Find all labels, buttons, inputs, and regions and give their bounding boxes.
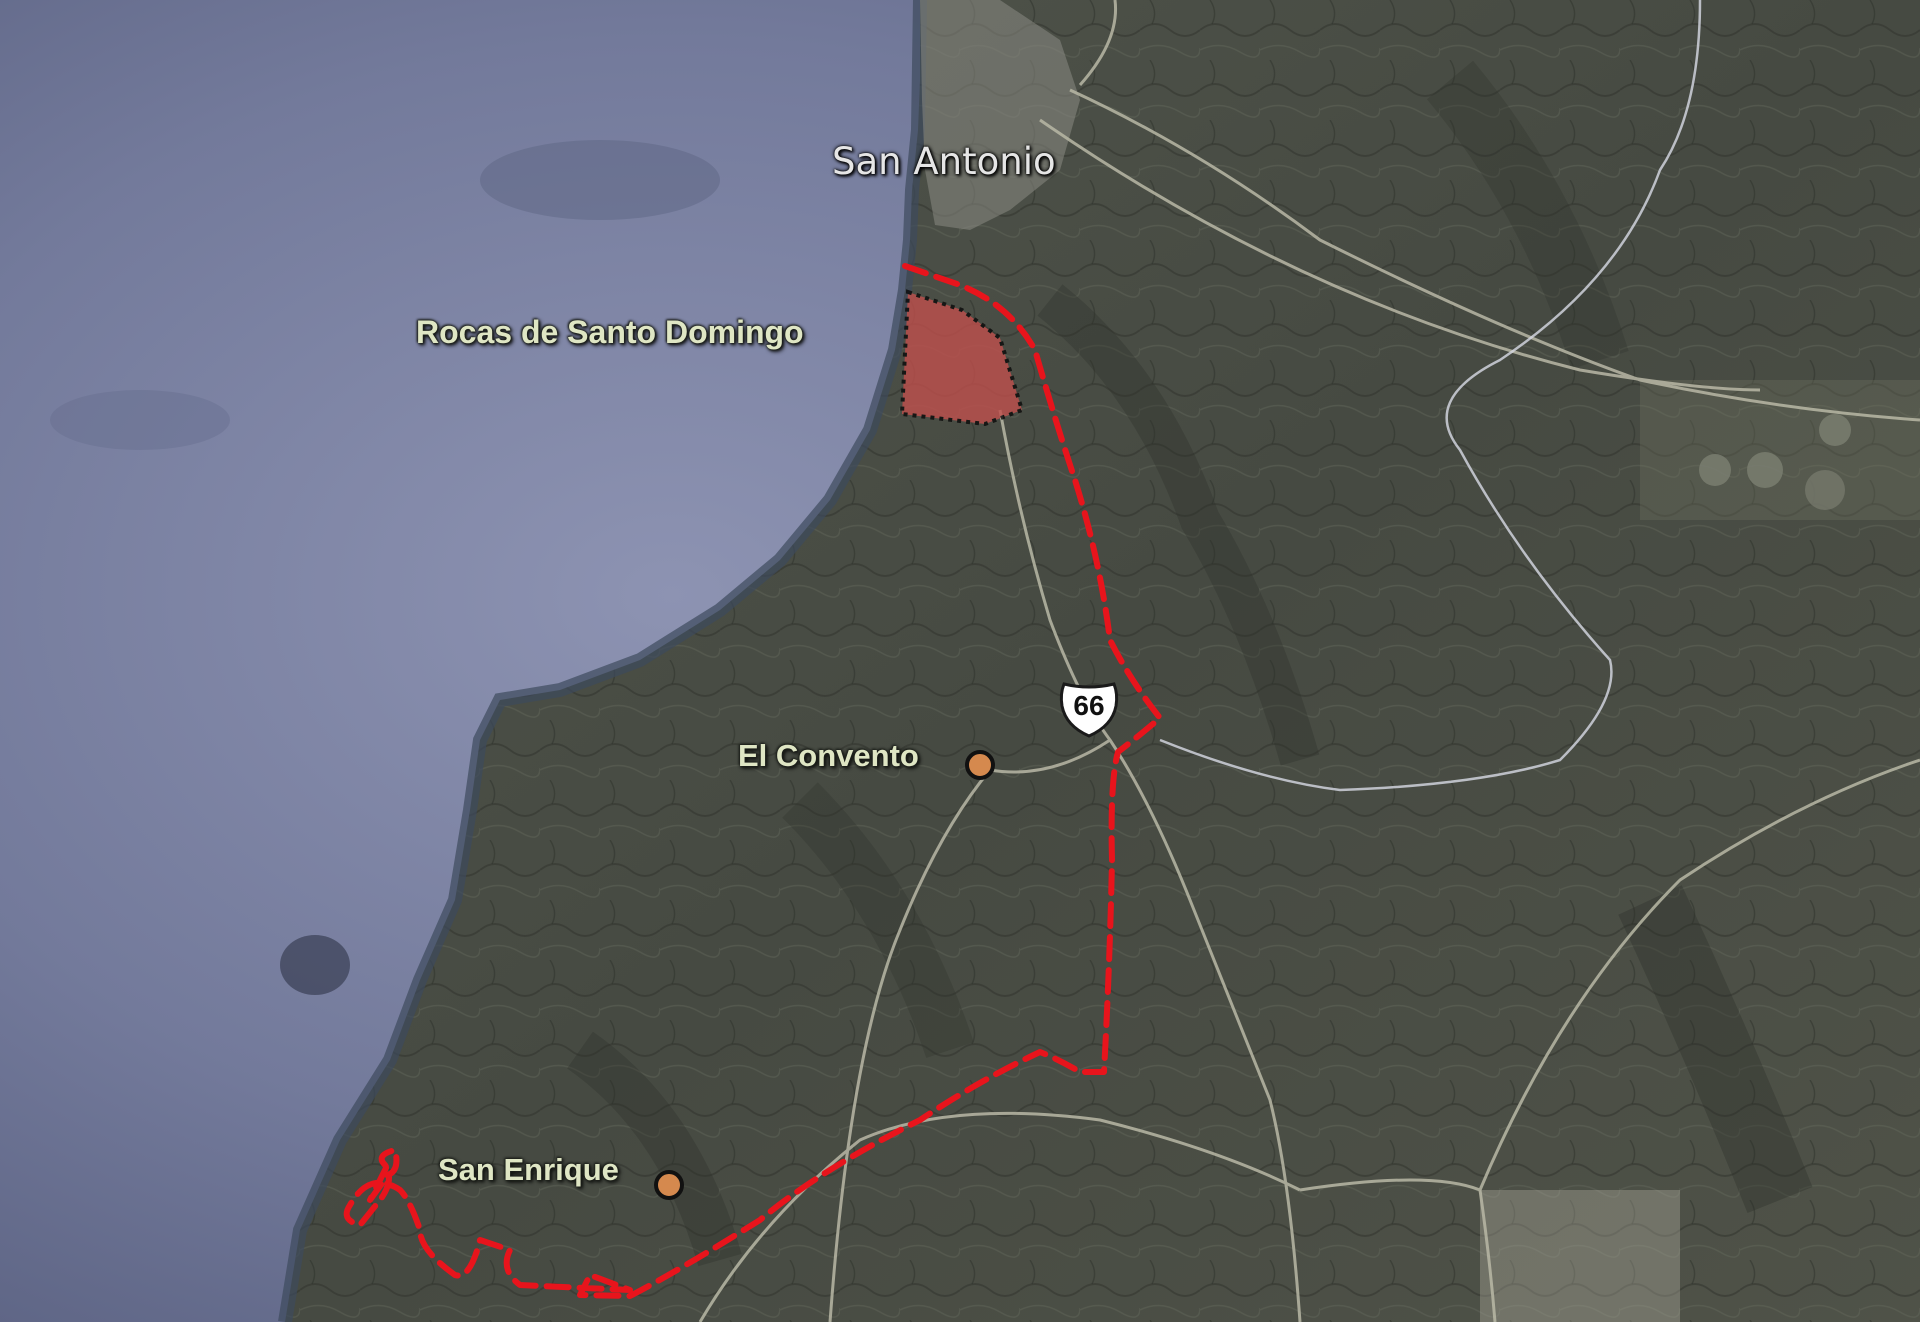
highway-shield-icon [1059,682,1119,738]
place-marker-el-convento[interactable] [965,750,995,780]
highlighted-area [899,289,1025,427]
admin-boundary [1159,0,1702,792]
place-marker-san-enrique[interactable] [654,1170,684,1200]
place-label-el-convento: El Convento [738,738,919,773]
place-label-san-enrique: San Enrique [438,1152,619,1187]
urban-area [920,0,1080,230]
roads [698,0,1920,1322]
region-label-rocas-de-santo-domingo: Rocas de Santo Domingo [416,314,804,350]
city-label-san-antonio: San Antonio [832,140,1056,183]
route-line [343,263,1163,1299]
highway-shield: 66 [1058,680,1120,738]
highway-number: 66 [1073,690,1105,721]
